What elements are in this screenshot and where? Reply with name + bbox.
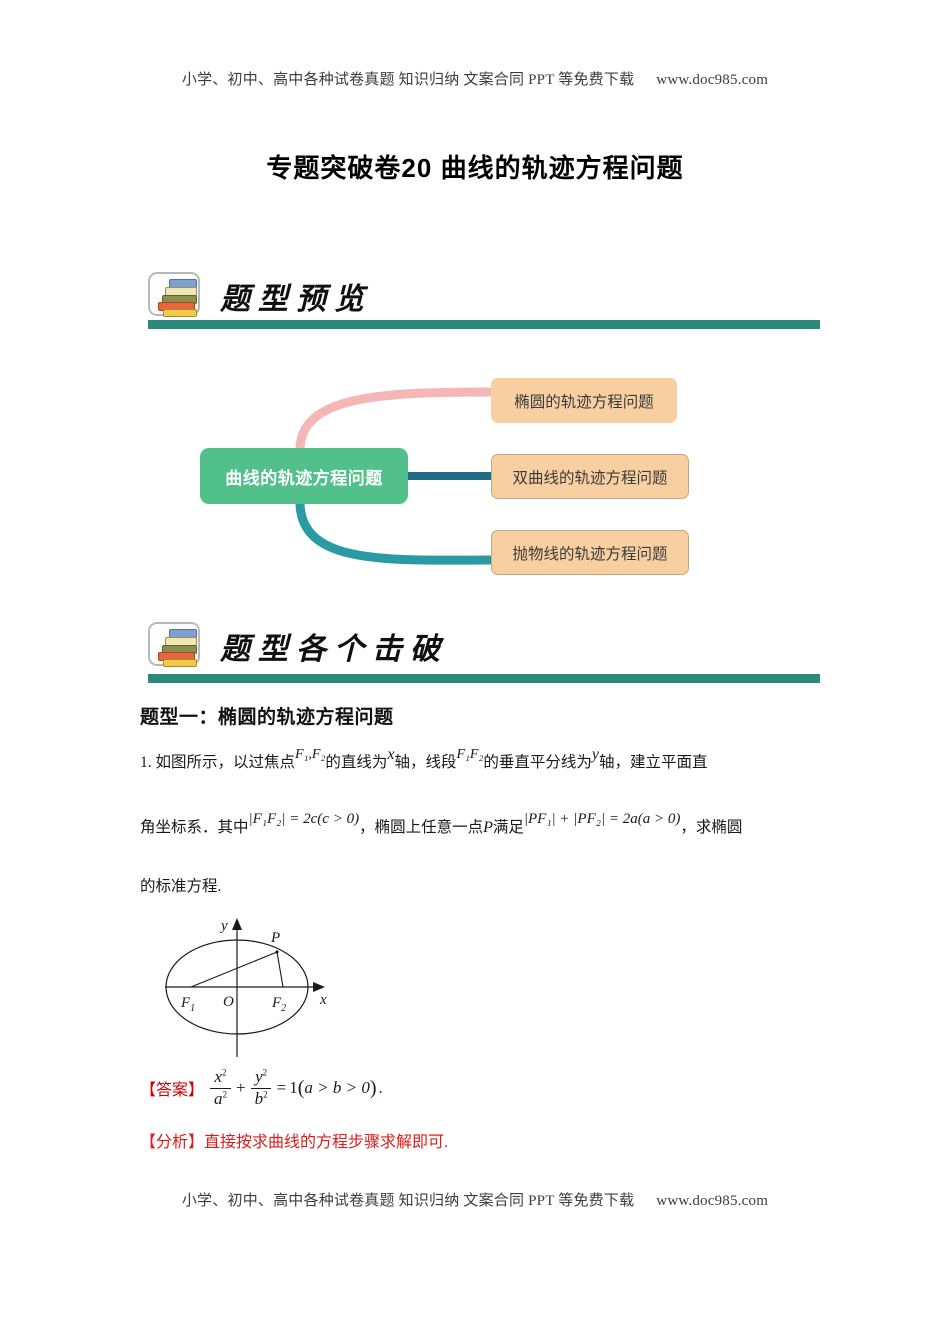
section-divider-bar <box>148 674 820 683</box>
figure-label-y-axis: y <box>219 918 228 934</box>
running-footer-url: www.doc985.com <box>656 1193 769 1209</box>
figure-label-focus-2: F2 <box>271 995 286 1014</box>
problem-line2-part-d: ，求椭圆 <box>680 819 743 836</box>
answer-condition: a > b > 0 <box>304 1078 370 1098</box>
problem-line2-math-focal-distance: |F₁F₂| = 2c(c > 0) <box>248 811 360 827</box>
answer-rhs: 1 <box>289 1078 298 1098</box>
answer-num2-exp: 2 <box>262 1067 268 1078</box>
mindmap-child-node-parabola: 抛物线的轨迹方程问题 <box>491 530 689 575</box>
problem-line1-part-c: 轴，线段 <box>394 754 457 771</box>
running-footer: 小学、初中、高中各种试卷真题 知识归纳 文案合同 PPT 等免费下载 www.do… <box>0 1189 950 1210</box>
stack-of-books-icon <box>148 622 200 667</box>
mindmap-root-node: 曲线的轨迹方程问题 <box>200 448 408 504</box>
figure-label-x-axis: x <box>319 992 327 1008</box>
section-heading-breakdown: 题型各个击破 <box>220 633 448 666</box>
figure-label-focus-1: F1 <box>180 995 195 1014</box>
mindmap-diagram: 曲线的轨迹方程问题 椭圆的轨迹方程问题 双曲线的轨迹方程问题 抛物线的轨迹方程问… <box>180 370 700 592</box>
answer-num1: x <box>214 1067 223 1086</box>
mindmap-child-label-parabola: 抛物线的轨迹方程问题 <box>512 545 668 563</box>
problem-line1-part-d: 的垂直平分线为 <box>483 754 592 771</box>
figure-label-point-p: P <box>270 930 280 946</box>
problem-line2-part-b: ，椭圆上任意一点 <box>359 819 484 836</box>
mindmap-child-label-hyperbola: 双曲线的轨迹方程问题 <box>512 469 668 487</box>
answer-den1: a <box>214 1088 223 1108</box>
problem-line1-math-y: y <box>591 746 599 763</box>
answer-plus: + <box>236 1078 246 1098</box>
mindmap-connectors <box>295 387 496 565</box>
fraction-x-over-a: x2 a2 <box>210 1067 231 1108</box>
mindmap-child-label-ellipse: 椭圆的轨迹方程问题 <box>514 393 654 411</box>
section-banner-preview: 题型预览 <box>148 272 820 334</box>
answer-den2: b <box>254 1088 264 1108</box>
problem-line1-math-foci: F₁,F₂ <box>295 747 326 762</box>
section-heading-preview: 题型预览 <box>220 283 372 316</box>
fraction-y-over-b: y2 b2 <box>251 1067 272 1108</box>
problem-text-line-2: 角坐标系．其中|F₁F₂| = 2c(c > 0)，椭圆上任意一点P满足|PF₁… <box>140 811 830 839</box>
problem-line1-math-x: x <box>387 746 395 763</box>
analysis-text: 直接按求曲线的方程步骤求解即可. <box>204 1134 449 1151</box>
answer-den1-exp: 2 <box>222 1089 228 1100</box>
mindmap-root-label: 曲线的轨迹方程问题 <box>225 468 383 488</box>
running-footer-text: 小学、初中、高中各种试卷真题 知识归纳 文案合同 PPT 等免费下载 <box>181 1193 635 1209</box>
analysis-block: 【分析】直接按求曲线的方程步骤求解即可. <box>140 1128 448 1152</box>
answer-num1-exp: 2 <box>222 1067 227 1078</box>
problem-line2-math-sum: |PF₁| + |PF₂| = 2a(a > 0) <box>523 811 681 827</box>
ellipse-figure-svg: x y P O F1 F2 <box>165 918 327 1057</box>
problem-line1-math-segment: F₁F₂ <box>456 747 484 762</box>
page-title: 专题突破卷20 曲线的轨迹方程问题 <box>266 153 684 183</box>
answer-equals: = <box>276 1078 287 1098</box>
problem-line2-part-c: 满足 <box>492 819 524 836</box>
section-divider-bar <box>148 320 820 329</box>
question-type-heading: 题型一：椭圆的轨迹方程问题 <box>140 707 394 728</box>
figure-label-origin: O <box>223 994 234 1010</box>
answer-block: 【答案】 x2 a2 + y2 b2 = 1 (a > b > 0) . <box>140 1067 383 1108</box>
mindmap-child-node-ellipse: 椭圆的轨迹方程问题 <box>491 378 677 423</box>
ellipse-with-foci-diagram: x y P O F1 F2 <box>165 912 405 1062</box>
problem-line1-part-b: 的直线为 <box>325 754 388 771</box>
running-header: 小学、初中、高中各种试卷真题 知识归纳 文案合同 PPT 等免费下载 www.do… <box>0 68 950 89</box>
problem-line1-part-a: 如图所示，以过焦点 <box>155 754 296 771</box>
answer-period: . <box>378 1078 383 1098</box>
problem-line2-part-a: 角坐标系．其中 <box>140 819 249 836</box>
running-header-url: www.doc985.com <box>656 72 769 88</box>
answer-den2-exp: 2 <box>263 1089 268 1100</box>
running-header-text: 小学、初中、高中各种试卷真题 知识归纳 文案合同 PPT 等免费下载 <box>181 72 635 88</box>
stack-of-books-icon <box>148 272 200 317</box>
problem-text-line-3: 的标准方程. <box>140 878 222 895</box>
answer-num2: y <box>255 1067 263 1086</box>
answer-equation: x2 a2 + y2 b2 = 1 (a > b > 0) . <box>208 1067 383 1108</box>
problem-line1-part-e: 轴，建立平面直 <box>598 754 708 771</box>
problem-text-line-1: 1. 如图所示，以过焦点F₁,F₂的直线为x轴，线段F₁F₂的垂直平分线为y轴，… <box>140 746 830 774</box>
section-banner-breakdown: 题型各个击破 <box>148 622 820 684</box>
answer-tag: 【答案】 <box>140 1082 205 1100</box>
problem-line2-math-point-p: P <box>483 819 493 836</box>
mindmap-child-node-hyperbola: 双曲线的轨迹方程问题 <box>491 454 689 499</box>
problem-number: 1. <box>140 754 152 771</box>
analysis-tag: 【分析】 <box>140 1134 205 1151</box>
